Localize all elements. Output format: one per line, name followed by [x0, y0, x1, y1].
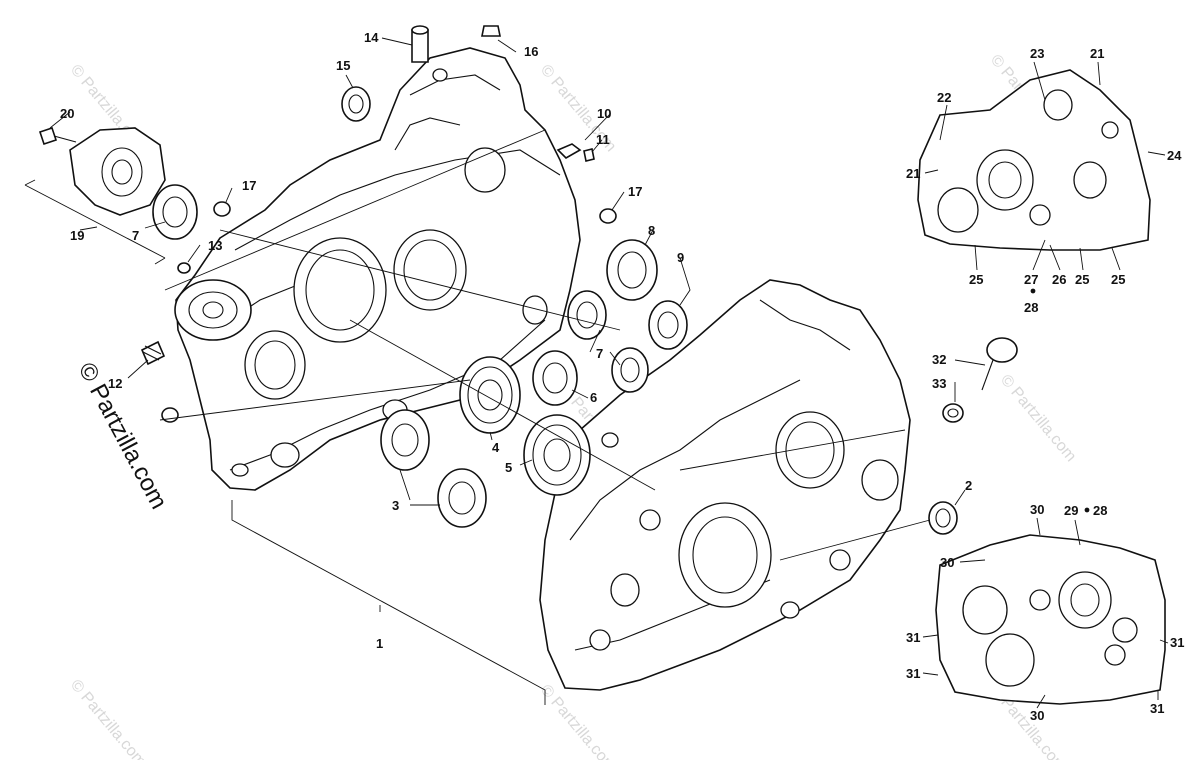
- callout-9: 9: [677, 250, 684, 265]
- callout-3: 3: [392, 498, 399, 513]
- callout-10: 10: [597, 106, 611, 121]
- callout-27: 27: [1024, 272, 1038, 287]
- callout-33: 33: [932, 376, 946, 391]
- callout-31-left-lower: 31: [906, 666, 920, 681]
- callout-25-right: 25: [1111, 272, 1125, 287]
- callout-17-right: 17: [628, 184, 642, 199]
- callout-28-top: 28: [1024, 300, 1038, 315]
- callout-7-left: 7: [132, 228, 139, 243]
- callout-5: 5: [505, 460, 512, 475]
- callout-1: 1: [376, 636, 383, 651]
- callout-30-bottom: 30: [1030, 708, 1044, 723]
- callout-14: 14: [364, 30, 379, 45]
- callout-30-left: 30: [940, 555, 954, 570]
- note-dot: [1030, 288, 1036, 294]
- callout-23: 23: [1030, 46, 1044, 61]
- callout-31-right-lower: 31: [1150, 701, 1164, 716]
- callout-6: 6: [590, 390, 597, 405]
- callout-26: 26: [1052, 272, 1066, 287]
- small-parts: [38, 25, 1018, 423]
- callout-12: 12: [108, 376, 122, 391]
- callout-17-left: 17: [242, 178, 256, 193]
- callout-25-left: 25: [969, 272, 983, 287]
- partzilla-watermark: © Partzilla.com: [73, 358, 173, 513]
- callout-7-center: 7: [596, 346, 603, 361]
- callout-8: 8: [648, 223, 655, 238]
- watermark-text: © Partzilla.com: [67, 677, 149, 760]
- inset-view-bottom: [935, 534, 1166, 705]
- callout-21-left: 21: [906, 166, 920, 181]
- callout-32: 32: [932, 352, 946, 367]
- right-crankcase-half: [539, 279, 911, 691]
- callout-31-right-upper: 31: [1170, 635, 1184, 650]
- callout-2: 2: [965, 478, 972, 493]
- callout-20: 20: [60, 106, 74, 121]
- callout-21-top: 21: [1090, 46, 1104, 61]
- callout-labels: 1 2 3 4 5 6 7 7 8 9 10 11 12 13 14 15 16…: [60, 30, 1184, 723]
- leader-lines: [24, 37, 1169, 709]
- note-dot: [1084, 507, 1090, 513]
- callout-29: 29: [1064, 503, 1078, 518]
- callout-28-bottom: 28: [1093, 503, 1107, 518]
- callout-15: 15: [336, 58, 350, 73]
- inset-view-top: [917, 69, 1151, 251]
- callout-16: 16: [524, 44, 538, 59]
- callout-19: 19: [70, 228, 84, 243]
- callout-13: 13: [208, 238, 222, 253]
- callout-11: 11: [596, 132, 610, 147]
- callout-31-left-upper: 31: [906, 630, 920, 645]
- callout-25-mid: 25: [1075, 272, 1089, 287]
- callout-4: 4: [492, 440, 500, 455]
- callout-24: 24: [1167, 148, 1182, 163]
- bearings: [152, 86, 964, 535]
- callout-30-top: 30: [1030, 502, 1044, 517]
- watermark-text: © Partzilla.com: [537, 682, 619, 760]
- watermark-text: © Partzilla.com: [997, 372, 1079, 466]
- callout-22: 22: [937, 90, 951, 105]
